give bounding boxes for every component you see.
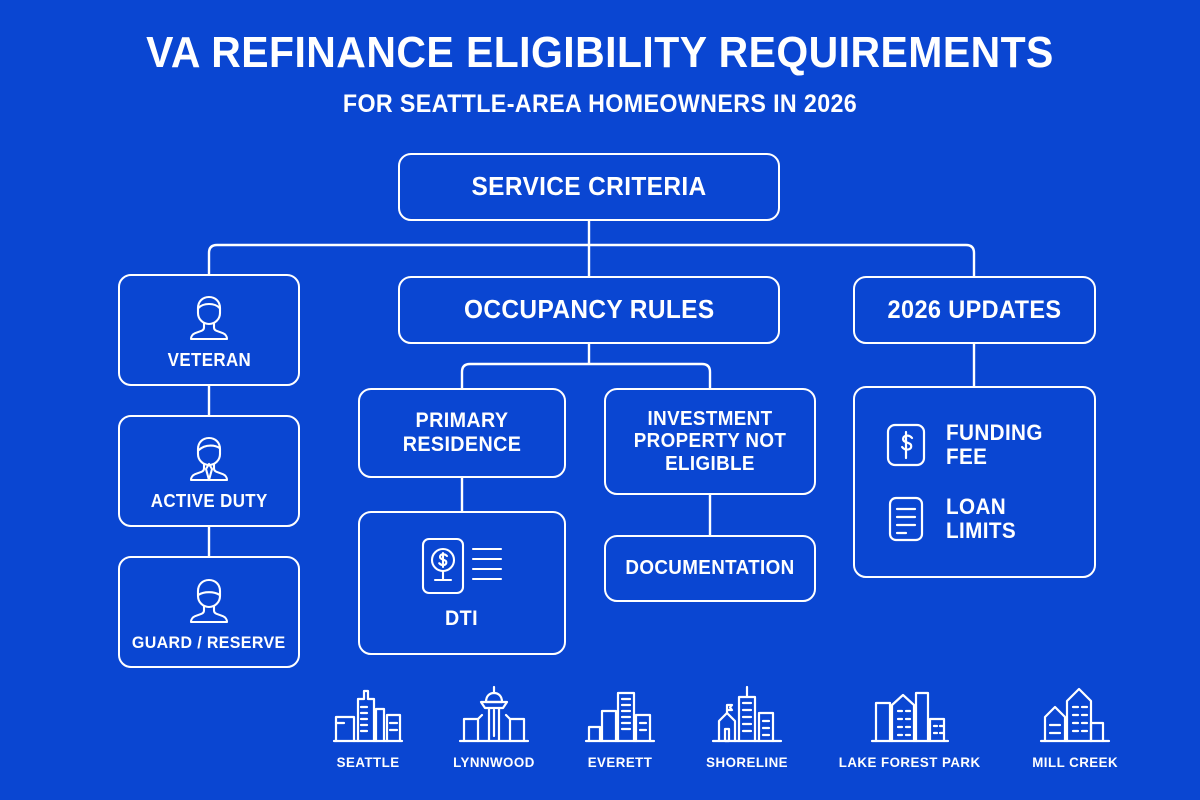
node-label: GUARD / RESERVE (132, 632, 286, 652)
person-cap-icon (182, 289, 236, 343)
city-seattle[interactable]: SEATTLE (330, 683, 406, 770)
skyline-mill-creek-icon (1037, 683, 1113, 745)
page-title: VA REFINANCE ELIGIBILITY REQUIREMENTS (146, 28, 1054, 77)
node-guard-reserve[interactable]: GUARD / RESERVE (118, 556, 300, 668)
city-mill-creek[interactable]: MILL CREEK (1030, 683, 1120, 770)
node-label: VETERAN (167, 350, 251, 371)
city-label: LYNNWOOD (453, 754, 536, 770)
person-helmet-icon (182, 572, 236, 626)
city-strip: SEATTLE LYNNWOOD (330, 683, 1120, 770)
page-subtitle: FOR SEATTLE-AREA HOMEOWNERS IN 2026 (342, 90, 858, 119)
update-item-funding-fee[interactable]: FUNDING FEE (884, 419, 1066, 469)
node-label: OCCUPANCY RULES (463, 294, 715, 325)
node-label: 2026 UPDATES (887, 296, 1062, 324)
skyline-lake-forest-park-icon (868, 683, 952, 745)
city-lynnwood[interactable]: LYNNWOOD (451, 683, 537, 770)
city-label: SEATTLE (336, 754, 400, 770)
node-label: ACTIVE DUTY (150, 491, 268, 512)
person-beret-icon (182, 430, 236, 484)
node-service-criteria[interactable]: SERVICE CRITERIA (398, 153, 780, 221)
update-item-label: FUNDING FEE (945, 419, 1043, 469)
skyline-shoreline-icon (709, 683, 785, 745)
node-label: PRIMARY RESIDENCE (402, 409, 522, 456)
node-label: DOCUMENTATION (625, 557, 795, 580)
skyline-everett-icon (582, 683, 658, 745)
city-shoreline[interactable]: SHORELINE (704, 683, 790, 770)
city-everett[interactable]: EVERETT (582, 683, 658, 770)
city-label: LAKE FOREST PARK (838, 754, 981, 770)
node-occupancy-rules[interactable]: OCCUPANCY RULES (398, 276, 780, 344)
header: VA REFINANCE ELIGIBILITY REQUIREMENTS FO… (0, 28, 1200, 119)
node-label: DTI (445, 607, 479, 631)
dollar-square-icon (884, 421, 928, 469)
city-label: SHORELINE (705, 754, 788, 770)
connector-bus (207, 243, 976, 276)
node-updates-detail-panel[interactable]: FUNDING FEE LOAN LIMITS (853, 386, 1096, 578)
node-documentation[interactable]: DOCUMENTATION (604, 535, 816, 602)
city-label: MILL CREEK (1031, 754, 1118, 770)
update-item-loan-limits[interactable]: LOAN LIMITS (884, 494, 1066, 544)
node-investment-property-not-eligible[interactable]: INVESTMENT PROPERTY NOT ELIGIBLE (604, 388, 816, 495)
city-label: EVERETT (588, 754, 653, 770)
connector-occupancy-bus (460, 362, 712, 388)
node-label: INVESTMENT PROPERTY NOT ELIGIBLE (633, 407, 787, 475)
update-item-label: LOAN LIMITS (945, 494, 1016, 544)
node-label: SERVICE CRITERIA (471, 171, 707, 202)
node-active-duty[interactable]: ACTIVE DUTY (118, 415, 300, 527)
skyline-seattle-icon (330, 683, 406, 745)
node-primary-residence[interactable]: PRIMARY RESIDENCE (358, 388, 566, 478)
skyline-lynnwood-icon (456, 683, 532, 745)
node-veteran[interactable]: VETERAN (118, 274, 300, 386)
node-dti[interactable]: DTI (358, 511, 566, 655)
node-2026-updates[interactable]: 2026 UPDATES (853, 276, 1096, 344)
document-magnifier-dollar-icon (419, 535, 505, 597)
city-lake-forest-park[interactable]: LAKE FOREST PARK (835, 683, 984, 770)
document-lines-icon (884, 495, 928, 543)
